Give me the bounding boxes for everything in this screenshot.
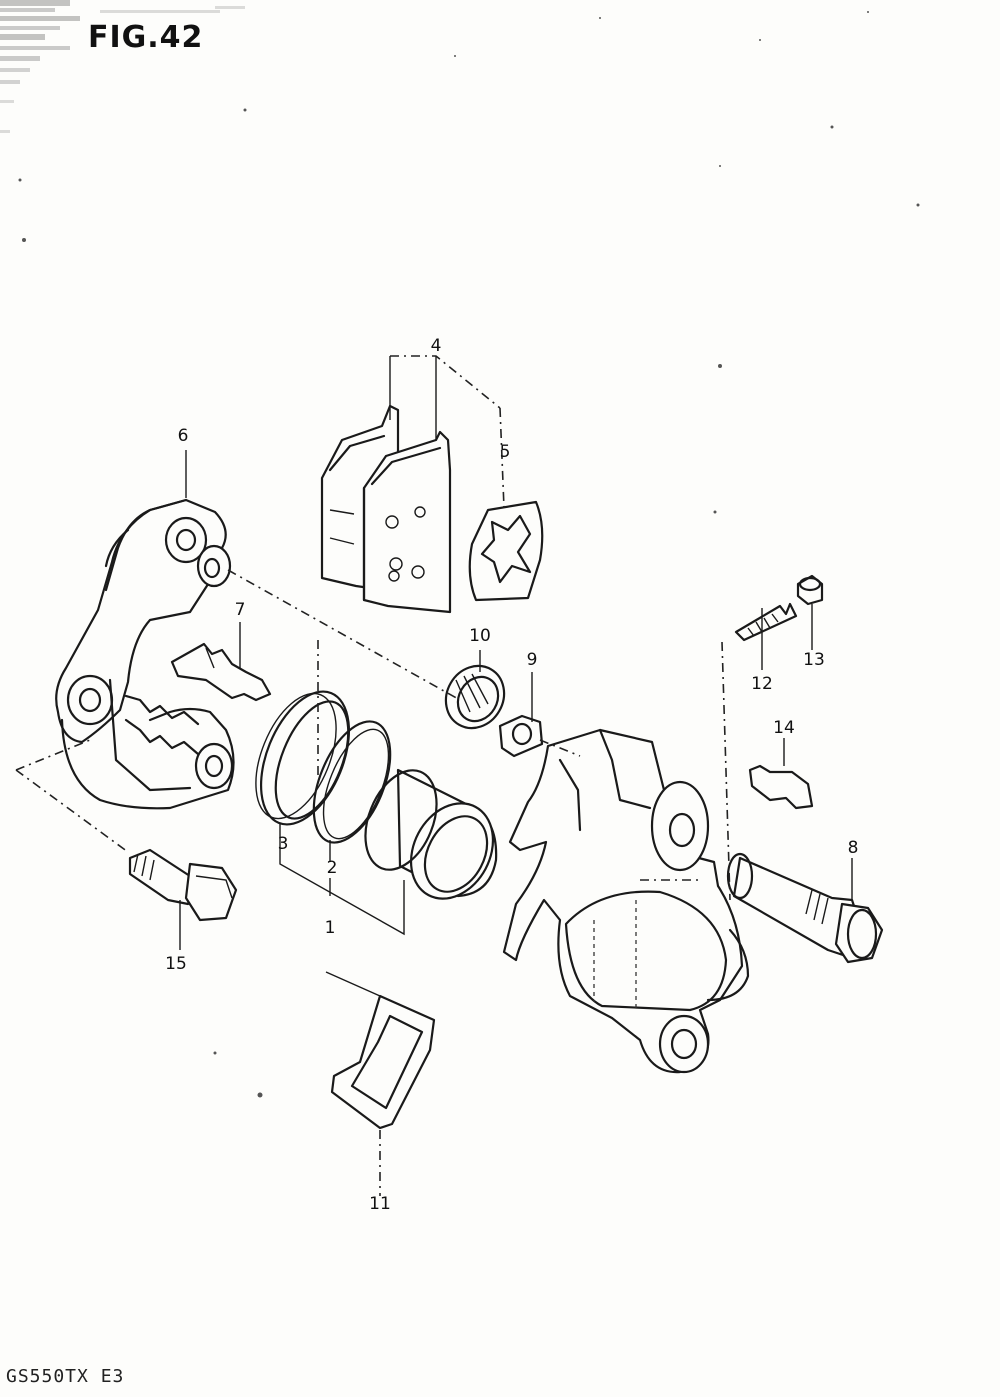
callout-14: 14	[773, 718, 795, 738]
model-code: GS550TX E3	[6, 1366, 125, 1387]
bleeder-cap-part-13	[796, 574, 824, 606]
callout-4: 4	[430, 336, 442, 356]
brake-pads-part-4	[320, 404, 452, 614]
pad-shim-part-5	[468, 500, 544, 602]
caliper-body	[502, 728, 750, 1074]
callout-7: 7	[234, 600, 246, 620]
callout-13: 13	[803, 650, 825, 670]
figure-title: FIG.42	[88, 20, 204, 55]
callout-10: 10	[469, 626, 491, 646]
pad-retainer-part-11	[325, 971, 436, 1130]
pad-spring-part-7	[170, 642, 272, 702]
callout-3: 3	[277, 834, 289, 854]
callout-6: 6	[177, 426, 189, 446]
caliper-bracket-part-6	[55, 498, 235, 810]
callout-11: 11	[369, 1194, 391, 1214]
callout-12: 12	[751, 674, 773, 694]
slide-pin-bolt-part-8	[726, 852, 884, 964]
callout-8: 8	[847, 838, 859, 858]
callout-1: 1	[324, 918, 336, 938]
dust-boot-part-10	[444, 664, 506, 730]
piston-seals-parts-2-3	[255, 690, 392, 844]
callout-15: 15	[165, 954, 187, 974]
piston-part-1	[364, 768, 498, 900]
clip-part-14	[748, 764, 814, 810]
callout-5: 5	[499, 442, 511, 462]
mounting-bolt-part-15	[128, 848, 238, 922]
callout-2: 2	[326, 858, 338, 878]
bleeder-screw-part-12	[734, 602, 798, 642]
leader-lines	[15, 355, 853, 1196]
washer-part-9	[498, 714, 544, 758]
callout-9: 9	[526, 650, 538, 670]
